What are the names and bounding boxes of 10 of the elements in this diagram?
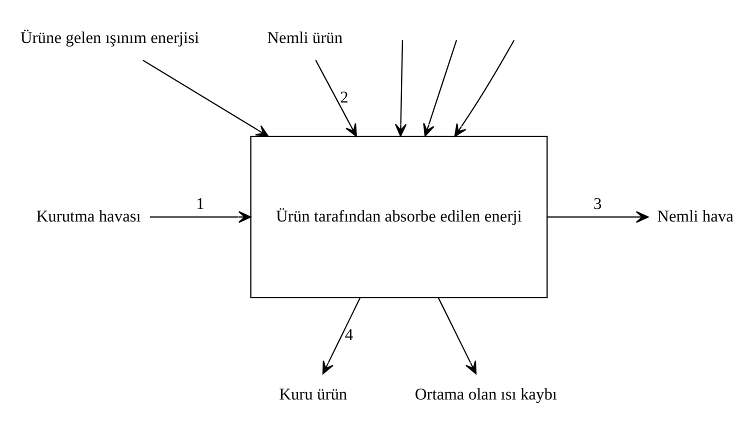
- edge-label: 4: [344, 325, 354, 344]
- node-text: Ürüne gelen ışınım enerjisi: [20, 28, 200, 48]
- edge-label: 2: [340, 88, 348, 107]
- edge-label: 1: [196, 194, 204, 214]
- node-text: Ortama olan ısı kaybı: [414, 384, 558, 404]
- node-text: Kurutma havası: [36, 206, 141, 226]
- node-text: Nemli hava: [657, 206, 734, 226]
- edge-label: 3: [594, 194, 602, 214]
- node-text: Nemli ürün: [267, 28, 343, 48]
- node-text: Kuru ürün: [279, 384, 348, 404]
